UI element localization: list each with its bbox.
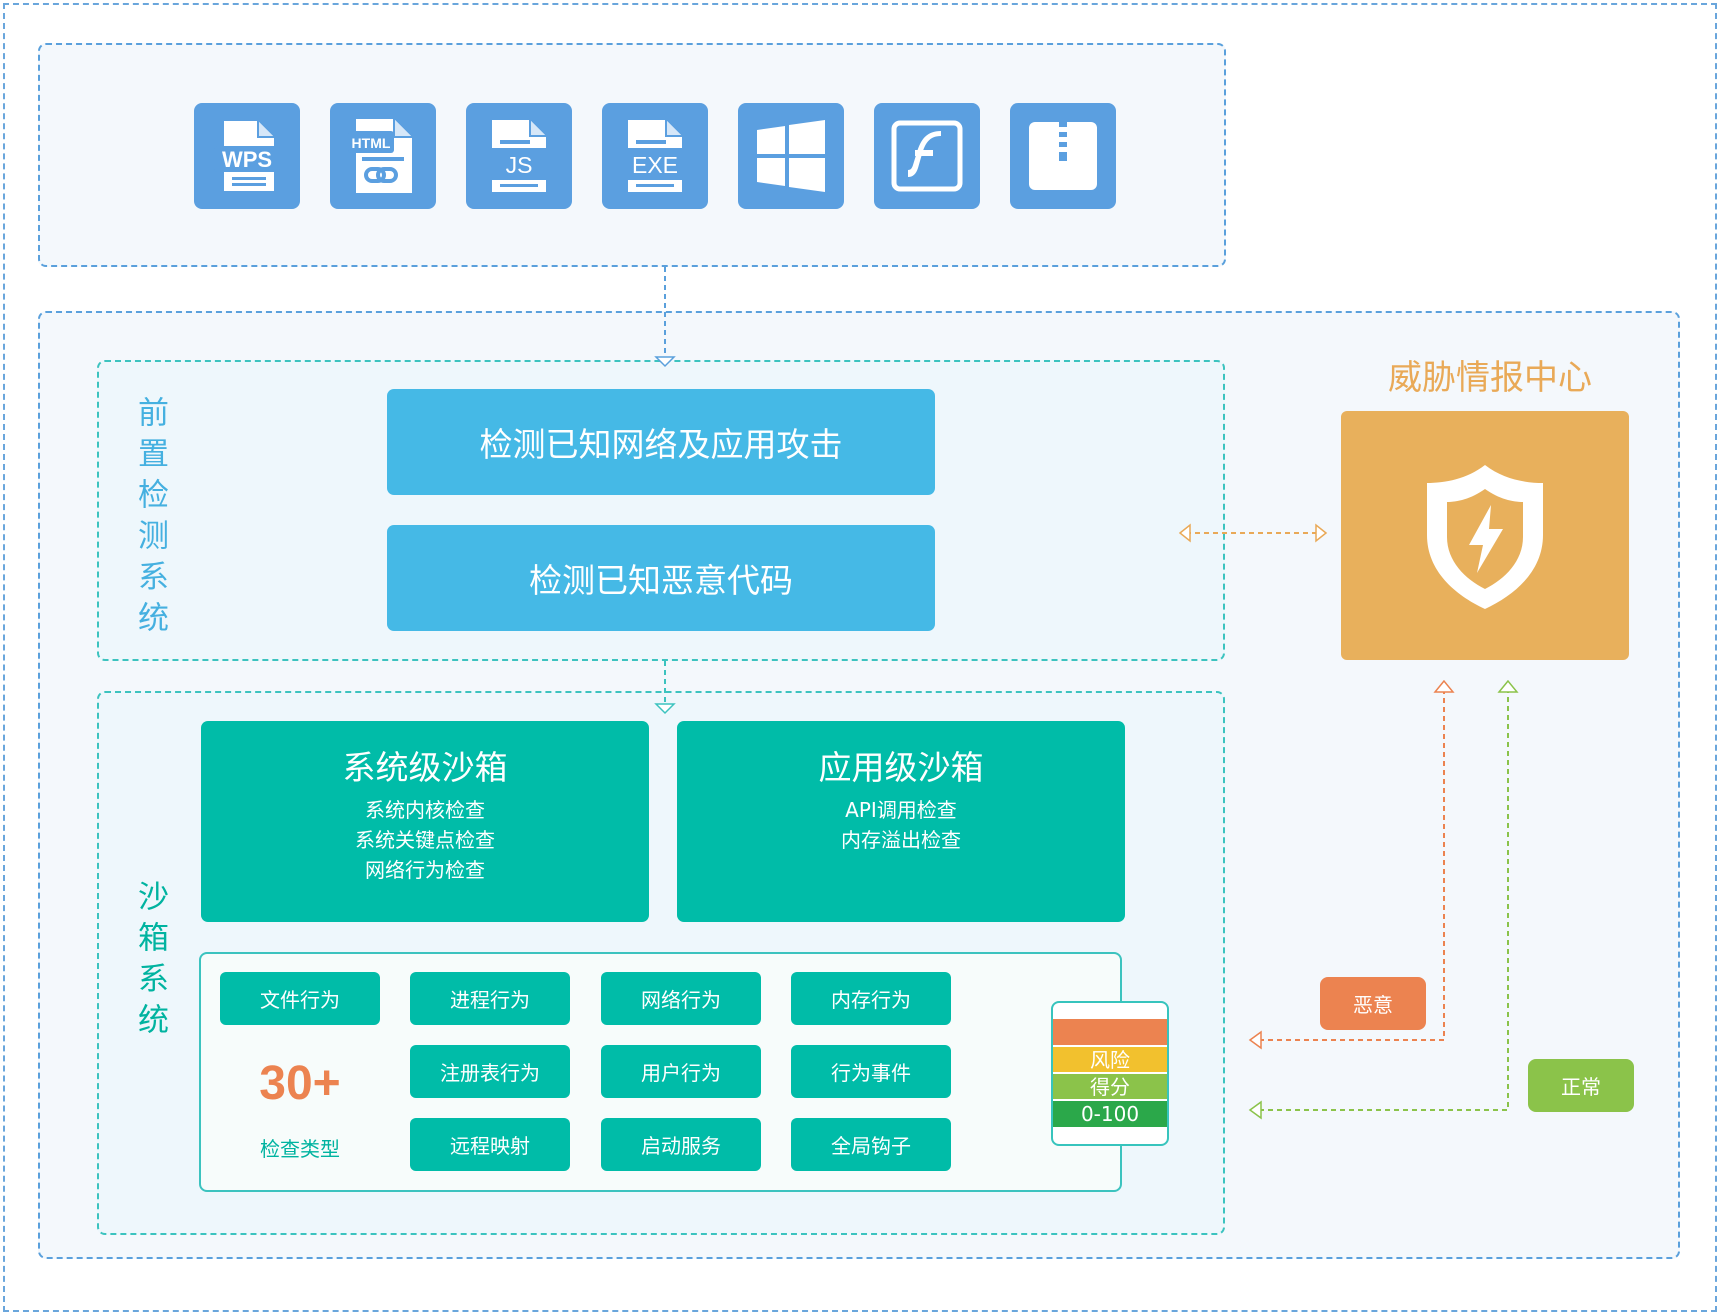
- html-label: HTML: [352, 135, 391, 151]
- app-level-item: API调用检查: [845, 798, 957, 822]
- verdict-malicious: 恶意: [1320, 977, 1426, 1030]
- check-type-label: 检查类型: [260, 1137, 340, 1161]
- check-count: 30+: [259, 1057, 341, 1110]
- app-level-sandbox: 应用级沙箱 API调用检查 内存溢出检查: [677, 721, 1125, 922]
- sandbox-title: 沙箱系统: [132, 880, 168, 1044]
- windows-icon: [738, 103, 844, 209]
- behavior-global-hook: 全局钩子: [791, 1118, 951, 1171]
- threat-center-box: [1341, 411, 1629, 660]
- shield-lightning-icon: [1427, 464, 1543, 609]
- system-level-title: 系统级沙箱: [342, 748, 508, 787]
- behavior-user: 用户行为: [601, 1045, 761, 1098]
- behavior-registry: 注册表行为: [410, 1045, 570, 1098]
- system-level-sandbox: 系统级沙箱 系统内核检查 系统关键点检查 网络行为检查: [201, 721, 649, 922]
- wps-icon: WPS: [194, 103, 300, 209]
- app-level-item: 内存溢出检查: [841, 828, 961, 852]
- html-icon: HTML: [330, 103, 436, 209]
- behavior-network: 网络行为: [601, 972, 761, 1025]
- verdict-normal: 正常: [1528, 1059, 1634, 1112]
- exe-icon: EXE: [602, 103, 708, 209]
- archive-icon: [1010, 103, 1116, 209]
- behavior-file: 文件行为: [220, 972, 380, 1025]
- score-line2: 得分: [1053, 1074, 1167, 1099]
- behavior-memory: 内存行为: [791, 972, 951, 1025]
- system-level-item: 系统内核检查: [365, 798, 485, 822]
- score-line1: 风险: [1053, 1047, 1167, 1072]
- app-level-title: 应用级沙箱: [818, 748, 984, 787]
- score-band-orange: [1053, 1019, 1167, 1045]
- js-label: JS: [506, 152, 533, 178]
- flash-icon: [874, 103, 980, 209]
- detect-malicious-code: 检测已知恶意代码: [387, 525, 935, 631]
- behavior-remote-mapping: 远程映射: [410, 1118, 570, 1171]
- system-level-item: 系统关键点检查: [355, 828, 495, 852]
- score-range: 0-100: [1053, 1101, 1167, 1127]
- detect-network-attack: 检测已知网络及应用攻击: [387, 389, 935, 495]
- exe-label: EXE: [632, 152, 678, 178]
- behavior-event: 行为事件: [791, 1045, 951, 1098]
- wps-label: WPS: [222, 147, 272, 172]
- behavior-start-service: 启动服务: [601, 1118, 761, 1171]
- pre-detection-title: 前置检测系统: [132, 396, 168, 642]
- risk-score-widget: 风险 得分 0-100: [1051, 1001, 1169, 1146]
- js-icon: JS: [466, 103, 572, 209]
- threat-center-title: 威胁情报中心: [1388, 358, 1592, 398]
- behavior-process: 进程行为: [410, 972, 570, 1025]
- system-level-item: 网络行为检查: [365, 858, 485, 882]
